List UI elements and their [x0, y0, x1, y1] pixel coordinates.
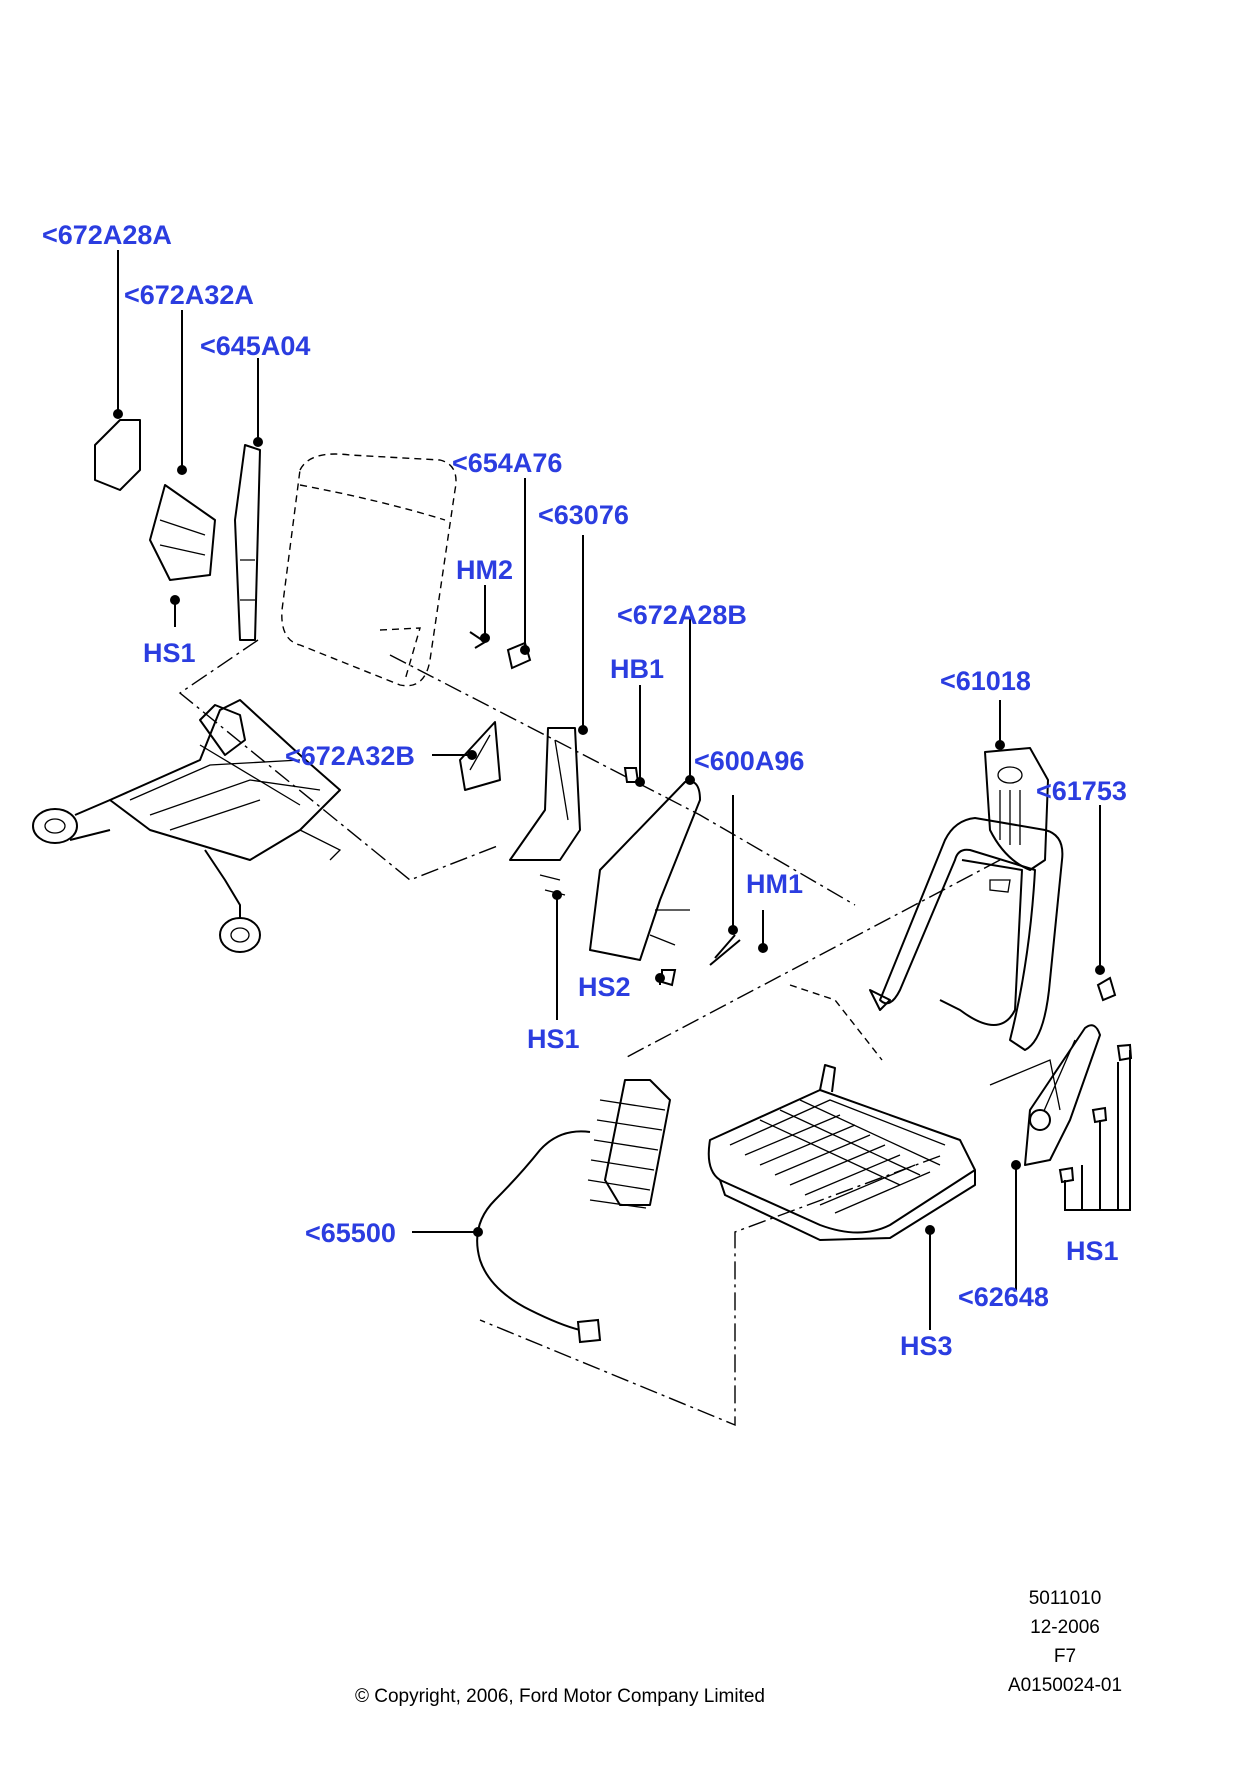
- seat-cushion-frame: [707, 1064, 976, 1241]
- callout-654A76[interactable]: <654A76: [452, 448, 562, 478]
- diagram-reference-block: 5011010 12-2006 F7 A0150024-01: [985, 1584, 1145, 1700]
- callout-600A96[interactable]: <600A96: [694, 746, 804, 776]
- callout-labels: <672A28A <672A32A <645A04 HS1 <654A76 <6…: [42, 220, 1127, 1361]
- seat-back-cushion: [281, 453, 457, 687]
- callout-65500[interactable]: <65500: [305, 1218, 396, 1248]
- callout-672A32A[interactable]: <672A32A: [124, 280, 254, 310]
- callout-672A32B[interactable]: <672A32B: [285, 741, 415, 771]
- recliner-hardware: [1024, 976, 1133, 1184]
- callout-61018[interactable]: <61018: [940, 666, 1031, 696]
- callout-645A04[interactable]: <645A04: [200, 331, 310, 361]
- assembly-lines: [178, 639, 1061, 1427]
- side-trim-parts: [94, 419, 261, 641]
- callout-HB1[interactable]: HB1: [610, 654, 664, 684]
- callout-HS2[interactable]: HS2: [578, 972, 631, 1002]
- callout-HS1-left[interactable]: HS1: [143, 638, 196, 668]
- callout-672A28A[interactable]: <672A28A: [42, 220, 172, 250]
- diagram-code: 5011010: [1028, 1588, 1102, 1609]
- copyright-notice: © Copyright, 2006, Ford Motor Company Li…: [354, 1686, 765, 1707]
- diagram-page: F7: [1053, 1646, 1077, 1667]
- callout-62648[interactable]: <62648: [958, 1282, 1049, 1312]
- diagram-date: 12-2006: [1030, 1617, 1100, 1638]
- callout-HM1[interactable]: HM1: [746, 869, 803, 899]
- callout-672A28B[interactable]: <672A28B: [617, 600, 747, 630]
- lumbar-support-cable: [476, 1079, 671, 1344]
- seat-back-frame: [869, 747, 1064, 1051]
- diagram-ref-number: A0150024-01: [1007, 1675, 1123, 1696]
- seat-track-assembly: [32, 699, 342, 953]
- callout-61753[interactable]: <61753: [1036, 776, 1127, 806]
- callout-63076[interactable]: <63076: [538, 500, 629, 530]
- callout-HS3[interactable]: HS3: [900, 1331, 953, 1361]
- leader-lines: [113, 250, 1131, 1330]
- callout-HS1-right[interactable]: HS1: [1066, 1236, 1119, 1266]
- center-small-parts: [459, 631, 741, 987]
- callout-HM2[interactable]: HM2: [456, 555, 513, 585]
- callout-HS1-center[interactable]: HS1: [527, 1024, 580, 1054]
